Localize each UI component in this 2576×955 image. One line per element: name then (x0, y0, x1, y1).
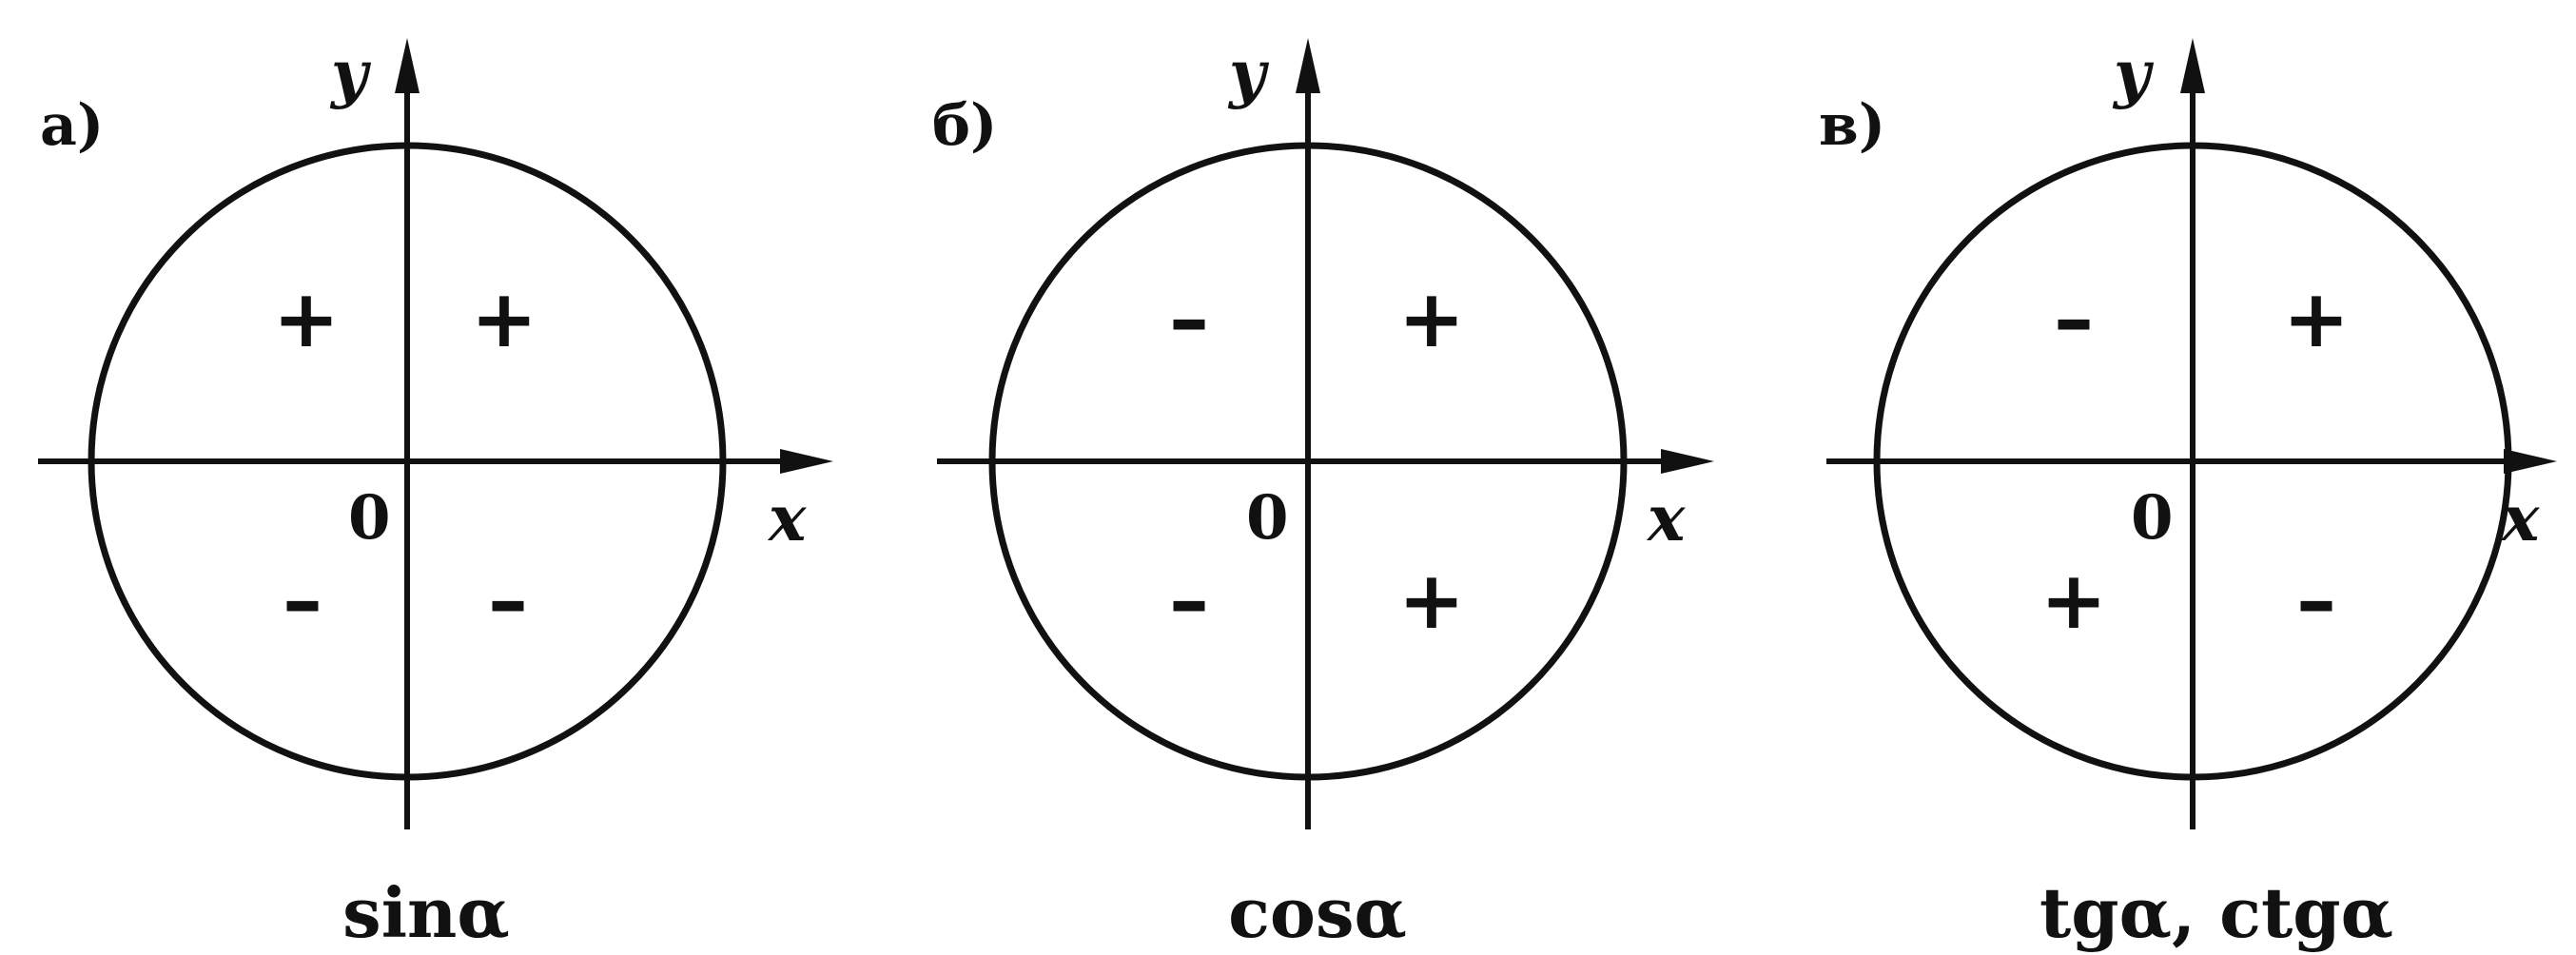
quadrant-1-sign: + (471, 272, 537, 365)
origin-label: 0 (1246, 482, 1289, 554)
panel-caption: cosα (1228, 872, 1407, 953)
quadrant-4-sign: – (2296, 554, 2336, 647)
x-axis-label: x (2500, 481, 2540, 555)
x-axis-arrow (1661, 449, 1714, 474)
quadrant-3-sign: – (283, 554, 322, 647)
panel-label: а) (40, 92, 104, 159)
panel-label: в) (1819, 92, 1885, 159)
x-axis-label: x (767, 481, 807, 555)
panel-tg: в) y x 0 + – + – tgα, ctgα (1819, 36, 2557, 953)
panel-caption: sinα (342, 872, 510, 953)
quadrant-4-sign: + (1398, 554, 1465, 647)
y-axis-label: y (1227, 36, 1270, 110)
panel-cos: б) y x 0 + – – + cosα (932, 36, 1714, 953)
quadrant-3-sign: + (2040, 554, 2107, 647)
quadrant-2-sign: – (1169, 272, 1209, 365)
y-axis-label: y (2112, 36, 2155, 110)
quadrant-1-sign: + (1398, 272, 1465, 365)
x-axis-arrow (780, 449, 833, 474)
x-axis-label: x (1646, 481, 1686, 555)
y-axis-arrow (2180, 38, 2205, 93)
origin-label: 0 (2131, 482, 2174, 554)
quadrant-2-sign: + (273, 272, 340, 365)
y-axis-label: y (329, 36, 372, 110)
panel-label: б) (932, 92, 997, 159)
quadrant-1-sign: + (2283, 272, 2350, 365)
quadrant-2-sign: – (2054, 272, 2094, 365)
quadrant-3-sign: – (1169, 554, 1209, 647)
quadrant-4-sign: – (488, 554, 528, 647)
y-axis-arrow (1296, 38, 1320, 93)
panel-caption: tgα, ctgα (2039, 872, 2393, 953)
x-axis-arrow (2504, 449, 2557, 474)
y-axis-arrow (395, 38, 420, 93)
panel-sin: а) y x 0 + + – – sinα (38, 36, 833, 953)
origin-label: 0 (348, 482, 391, 554)
